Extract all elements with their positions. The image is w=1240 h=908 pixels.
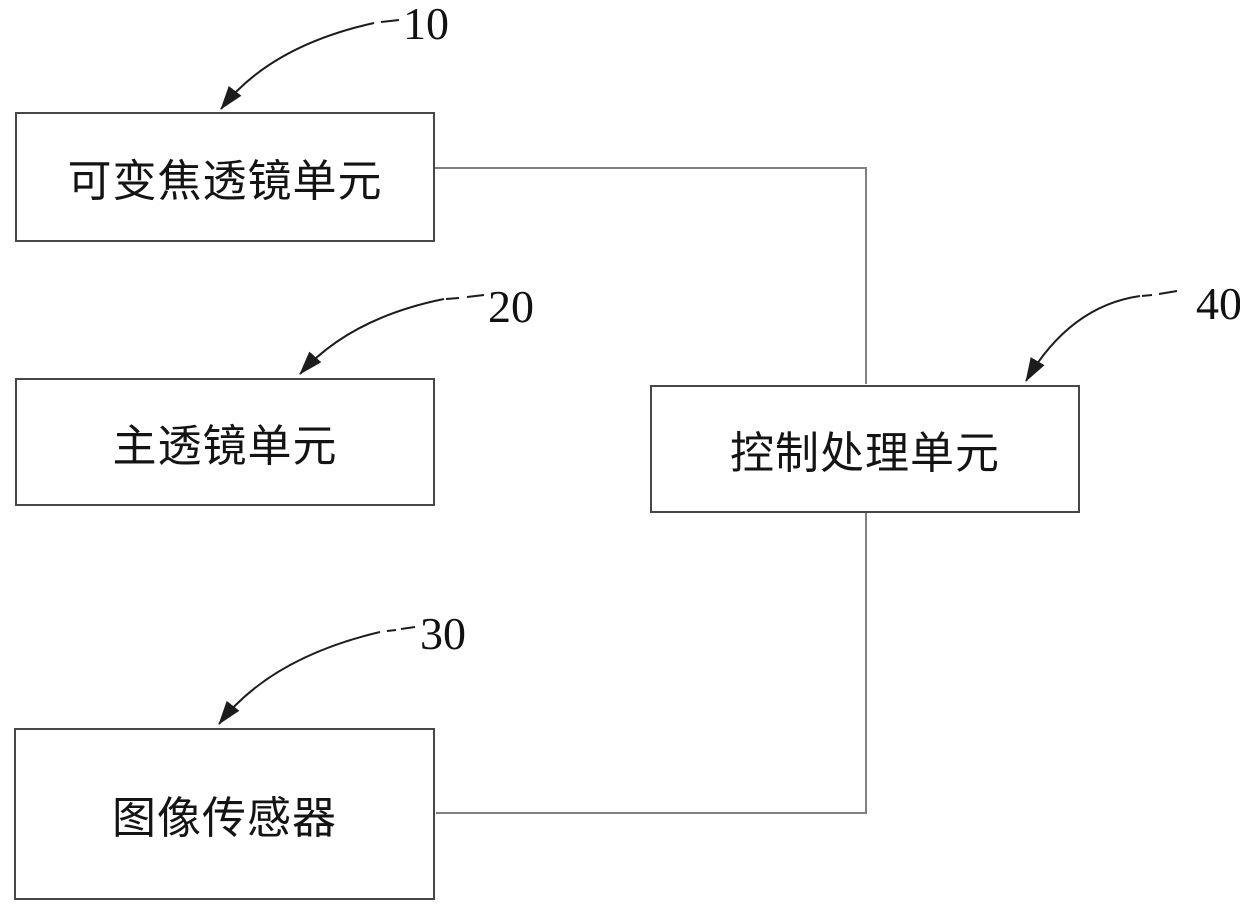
box-main-lens-unit: 主透镜单元 bbox=[15, 378, 435, 506]
box-variable-focus-lens-unit: 可变焦透镜单元 bbox=[15, 112, 435, 242]
box-image-sensor: 图像传感器 bbox=[14, 728, 435, 900]
ref-label-20: 20 bbox=[488, 281, 534, 332]
connector-box40-to-box30 bbox=[436, 513, 867, 814]
connector-box10-to-box40 bbox=[435, 167, 867, 384]
leader-dash-40 bbox=[1141, 290, 1178, 297]
box-label-image-sensor: 图像传感器 bbox=[112, 793, 337, 844]
box-label-control-processing-unit: 控制处理单元 bbox=[730, 428, 1000, 479]
box-label-main-lens-unit: 主透镜单元 bbox=[112, 421, 338, 472]
box-label-variable-focus-lens-unit: 可变焦透镜单元 bbox=[67, 156, 383, 207]
ref-label-10: 10 bbox=[403, 0, 449, 49]
leader-arrow-40-icon bbox=[1025, 295, 1141, 382]
leader-dash-30 bbox=[386, 626, 416, 632]
box-control-processing-unit: 控制处理单元 bbox=[650, 385, 1080, 513]
leader-dash-10 bbox=[380, 19, 400, 23]
leader-dash-20 bbox=[445, 294, 485, 300]
ref-label-30: 30 bbox=[420, 608, 466, 659]
leader-arrow-30-icon bbox=[218, 631, 381, 725]
leader-arrow-10-icon bbox=[220, 22, 375, 110]
ref-label-40: 40 bbox=[1196, 278, 1240, 329]
leader-arrow-20-icon bbox=[299, 298, 445, 375]
